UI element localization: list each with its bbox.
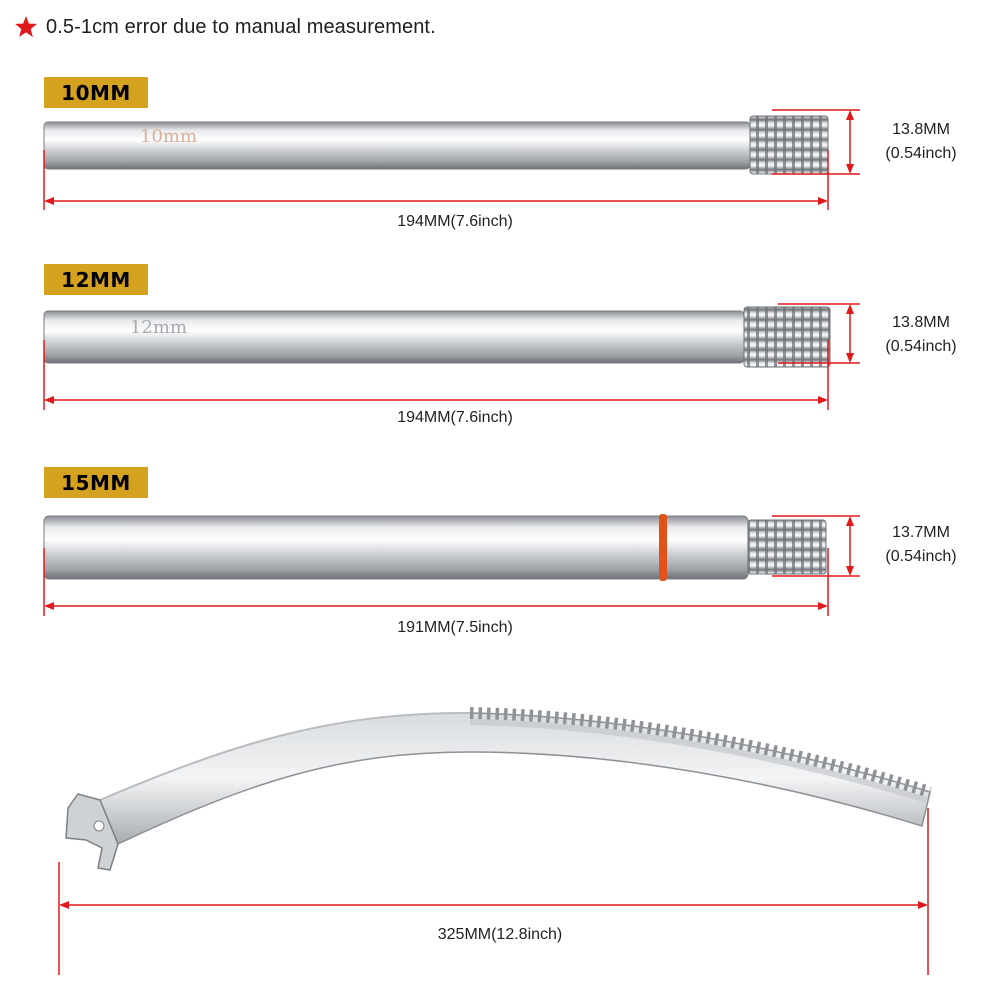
thread-12mm: [743, 306, 831, 368]
length-label-10mm: 194MM(7.6inch): [397, 213, 513, 230]
rod-15mm: [43, 514, 827, 581]
length-label-rack: 325MM(12.8inch): [437, 926, 563, 943]
length-label-12mm: 194MM(7.6inch): [397, 409, 513, 426]
dimension-lines-10mm: [43, 109, 860, 210]
red-star-icon: [15, 16, 37, 37]
dimension-lines-12mm: [43, 303, 860, 410]
rod-10mm: 10mm: [43, 115, 829, 175]
note-text: 0.5-1cm error due to manual measurement.: [46, 15, 436, 38]
size-badge-12mm: 12MM: [44, 264, 148, 295]
thread-label-15mm: 13.7MM (0.54inch): [885, 524, 957, 565]
thread-10mm: [749, 115, 829, 175]
length-label-15mm: 191MM(7.5inch): [397, 619, 513, 636]
engraving-10mm: 10mm: [140, 126, 197, 147]
thread-15mm: [747, 519, 827, 575]
dimension-lines-rack: [58, 808, 929, 975]
dimension-lines-15mm: [43, 515, 860, 616]
thread-label-10mm: 13.8MM (0.54inch): [885, 121, 957, 162]
rack-tool: [65, 707, 932, 871]
thread-label-12mm: 13.8MM (0.54inch): [885, 314, 957, 355]
o-ring: [659, 514, 667, 581]
size-badge-15mm: 15MM: [44, 467, 148, 498]
engraving-12mm: 12mm: [130, 317, 187, 338]
rod-12mm: 12mm: [43, 306, 831, 368]
measurement-note: 0.5-1cm error due to manual measurement.: [14, 12, 436, 42]
size-badge-10mm: 10MM: [44, 77, 148, 108]
